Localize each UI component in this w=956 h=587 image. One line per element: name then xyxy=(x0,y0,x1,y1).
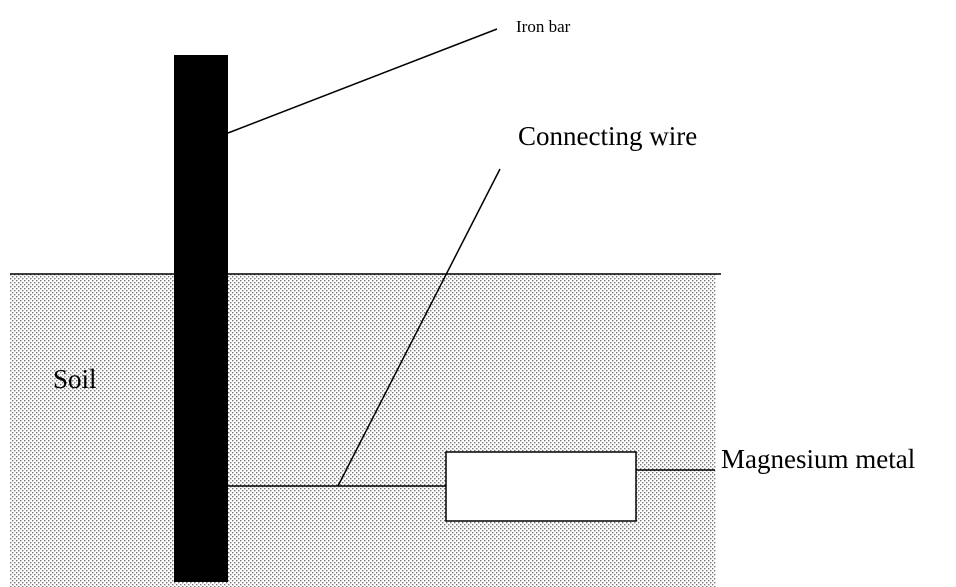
magnesium-metal-label: Magnesium metal xyxy=(721,444,916,474)
soil-label: Soil xyxy=(53,364,97,394)
soil-region xyxy=(10,274,716,587)
iron-bar xyxy=(174,55,228,582)
iron-bar-leader-line xyxy=(227,28,498,134)
connecting-wire-label: Connecting wire xyxy=(518,121,698,151)
iron-bar-label: Iron bar xyxy=(516,17,571,36)
connecting-wire-leader-line xyxy=(337,168,501,487)
magnesium-block xyxy=(445,451,637,522)
